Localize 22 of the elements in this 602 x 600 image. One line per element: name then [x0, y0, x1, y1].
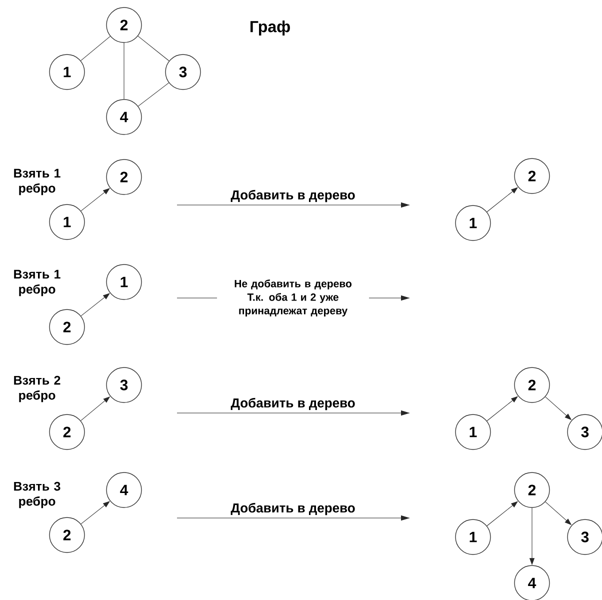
- edge-line: [138, 82, 170, 106]
- step-label: Взять 2 ребро: [14, 376, 60, 402]
- arrow: [80, 501, 110, 524]
- arrow: [486, 501, 518, 526]
- arrow: [80, 293, 110, 316]
- arrow: [80, 396, 110, 421]
- arrow: [486, 187, 518, 212]
- arrow: [545, 396, 572, 420]
- step-label: Взять 1 ребро: [14, 168, 60, 196]
- arrow-label: Добавить в дерево: [230, 398, 355, 410]
- edge-line: [80, 36, 110, 61]
- arrow: [545, 502, 572, 525]
- step-label: Взять 1 ребро: [14, 270, 60, 296]
- arrow-label: Добавить в дерево: [230, 190, 355, 202]
- arrow: [530, 508, 534, 565]
- arrow-label: Не добавить в дерево Т.к. оба 1 и 2 уже принадлежат дереву: [217, 278, 369, 318]
- title: Граф: [250, 20, 290, 36]
- edge-line: [138, 36, 170, 62]
- arrow: [486, 396, 518, 422]
- step-label: Взять 3 ребро: [14, 482, 60, 508]
- arrow-label: Добавить в дерево: [230, 502, 355, 516]
- arrow: [80, 188, 110, 212]
